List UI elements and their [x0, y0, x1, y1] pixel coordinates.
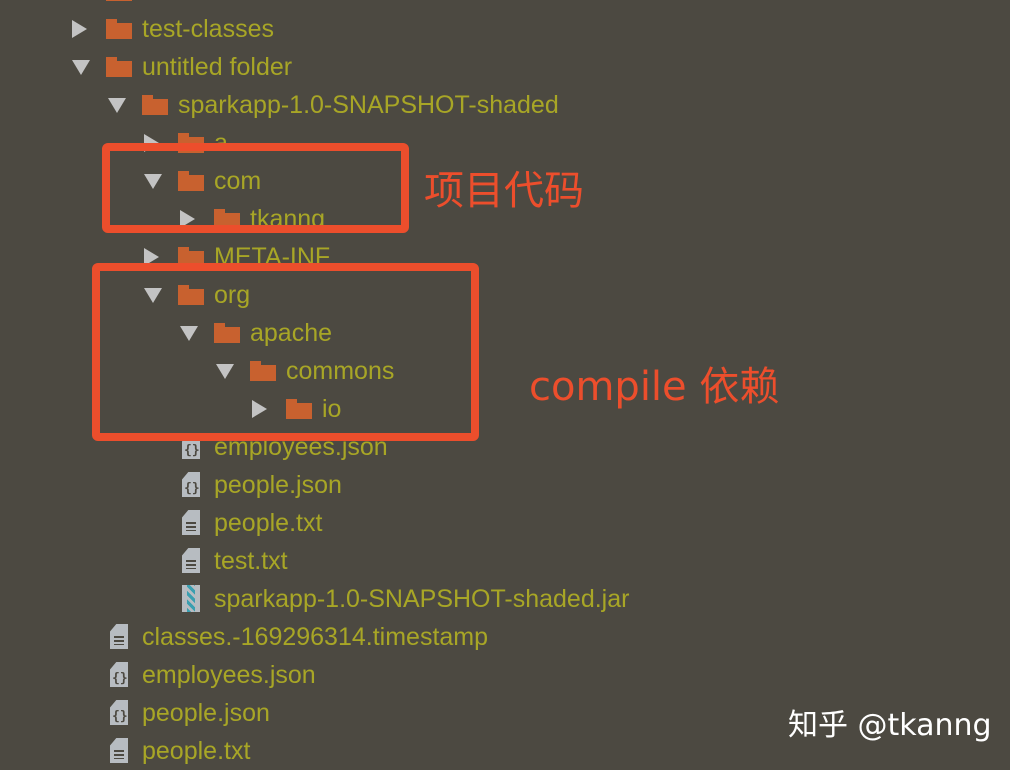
highlight-box-com: [102, 143, 409, 233]
annotation-compile-deps: compile 依赖: [529, 364, 780, 410]
tree-item[interactable]: apache: [0, 314, 1010, 352]
tree-item-label: commons: [286, 357, 395, 385]
folder-icon: [286, 399, 312, 419]
json-file-icon: {}: [110, 662, 128, 687]
tree-item-label: classes.-169296314.timestamp: [142, 623, 489, 651]
tree-item-label: people.txt: [214, 509, 323, 537]
chevron-right-icon[interactable]: [180, 210, 195, 228]
folder-icon: [142, 95, 168, 115]
chevron-down-icon[interactable]: [216, 364, 234, 379]
tree-item[interactable]: org: [0, 276, 1010, 314]
folder-icon: [106, 57, 132, 77]
tree-item-label: apache: [250, 319, 333, 347]
tree-item[interactable]: sparkapp-1.0-SNAPSHOT-shaded.jar: [0, 580, 1010, 618]
tree-item[interactable]: test.txt: [0, 542, 1010, 580]
tree-item[interactable]: people.txt: [0, 504, 1010, 542]
tree-item-label: io: [322, 395, 342, 423]
folder-icon: [106, 19, 132, 39]
tree-item-label: com: [214, 167, 262, 195]
chevron-right-icon[interactable]: [252, 400, 267, 418]
chevron-down-icon[interactable]: [144, 174, 162, 189]
text-file-icon: [182, 548, 200, 573]
tree-item[interactable]: {} people.json: [0, 466, 1010, 504]
tree-item[interactable]: test-classes: [0, 10, 1010, 48]
tree-item-label: test.txt: [214, 547, 288, 575]
folder-icon: [106, 0, 132, 1]
tree-item[interactable]: {} employees.json: [0, 656, 1010, 694]
tree-item-label: untitled folder: [142, 53, 293, 81]
tree-item-label: employees.json: [142, 661, 316, 689]
tree-item-label: test-classes: [142, 15, 274, 43]
folder-icon: [250, 361, 276, 381]
folder-icon: [178, 285, 204, 305]
tree-item[interactable]: untitled folder: [0, 48, 1010, 86]
chevron-right-icon[interactable]: [72, 20, 87, 38]
chevron-down-icon[interactable]: [180, 326, 198, 341]
tree-item[interactable]: people.txt: [0, 732, 1010, 770]
chevron-down-icon[interactable]: [144, 288, 162, 303]
annotation-project-code: 项目代码: [424, 168, 584, 214]
json-file-icon: {}: [182, 472, 200, 497]
text-file-icon: [182, 510, 200, 535]
highlight-box-org: [92, 263, 479, 441]
tree-item[interactable]: [0, 0, 1010, 10]
chevron-down-icon[interactable]: [72, 60, 90, 75]
chevron-down-icon[interactable]: [108, 98, 126, 113]
tree-item-label: org: [214, 281, 251, 309]
tree-item-label: people.json: [142, 699, 270, 727]
tree-item[interactable]: classes.-169296314.timestamp: [0, 618, 1010, 656]
text-file-icon: [110, 738, 128, 763]
tree-item-label: people.json: [214, 471, 342, 499]
tree-item-label: people.txt: [142, 737, 251, 765]
tree-item-label: sparkapp-1.0-SNAPSHOT-shaded.jar: [214, 585, 630, 613]
jar-file-icon: [182, 585, 200, 612]
tree-item[interactable]: {} people.json: [0, 694, 1010, 732]
tree-item-label: sparkapp-1.0-SNAPSHOT-shaded: [178, 91, 559, 119]
folder-icon: [178, 171, 204, 191]
folder-icon: [214, 323, 240, 343]
json-file-icon: {}: [110, 700, 128, 725]
tree-item[interactable]: sparkapp-1.0-SNAPSHOT-shaded: [0, 86, 1010, 124]
watermark: 知乎 @tkanng: [788, 708, 992, 743]
tree-item[interactable]: com: [0, 162, 1010, 200]
chevron-right-icon[interactable]: [144, 248, 159, 266]
tree-item[interactable]: io: [0, 390, 1010, 428]
text-file-icon: [110, 624, 128, 649]
tree-item[interactable]: commons: [0, 352, 1010, 390]
